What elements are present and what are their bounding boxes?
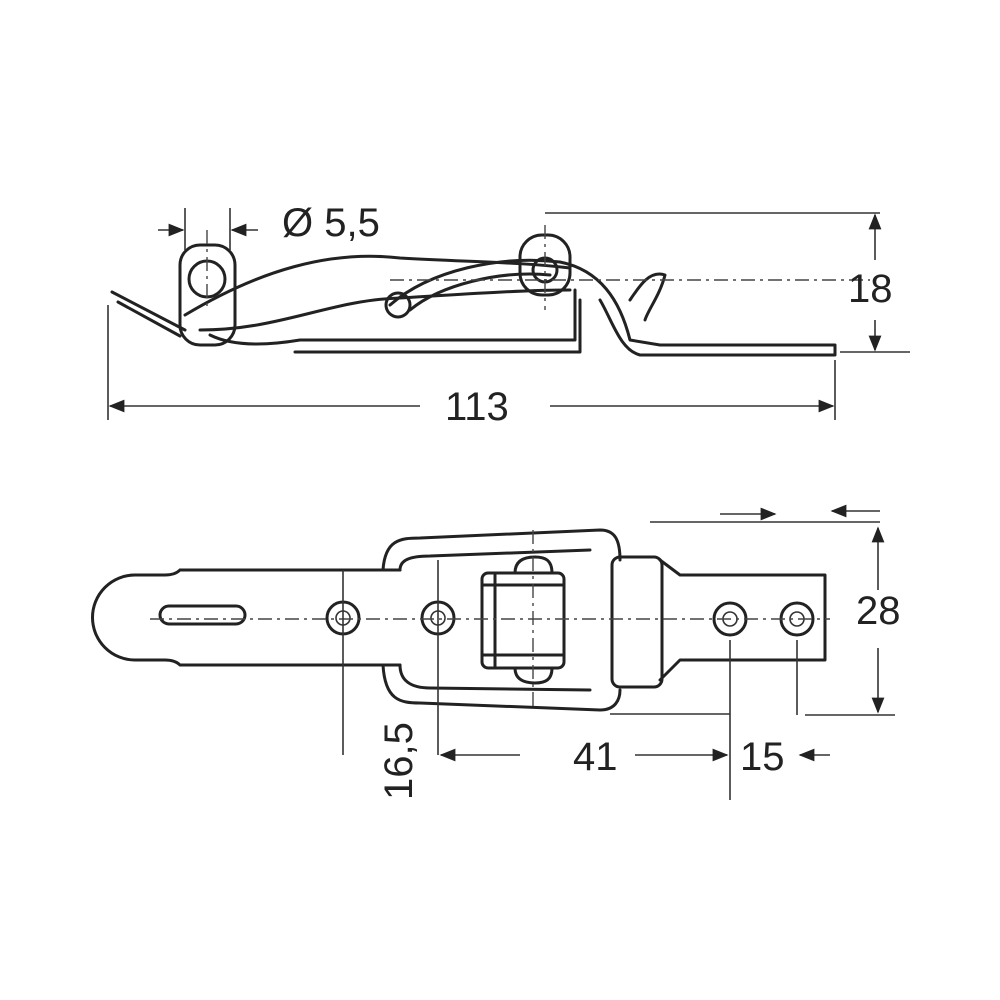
width-label: 28 [856, 589, 901, 633]
side-view: Ø 5,5 18 113 [107, 201, 910, 429]
height-label: 18 [848, 267, 893, 311]
top-view: 28 41 15 16,5 [91, 504, 901, 800]
overall-length-label: 113 [445, 385, 509, 429]
end-hole-spacing-label: 15 [740, 735, 785, 779]
hole-spacing-label: 41 [573, 735, 618, 779]
hole-diameter-label: Ø 5,5 [282, 201, 380, 245]
offset-label: 16,5 [377, 722, 421, 800]
